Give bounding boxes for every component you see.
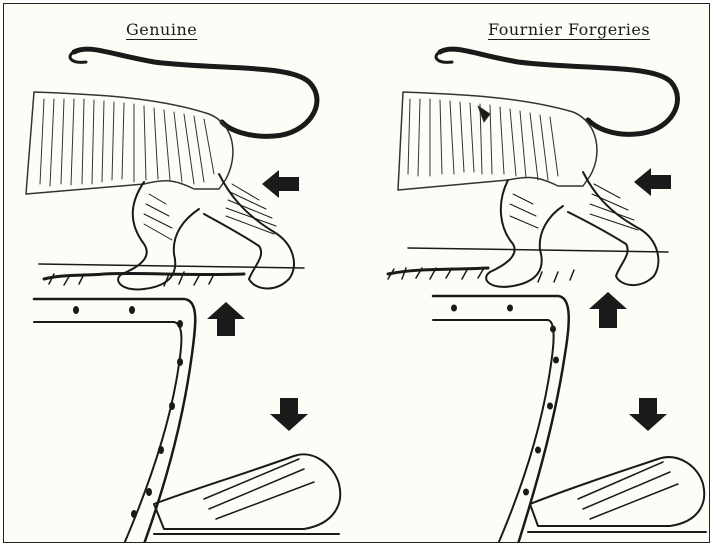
frame-corner-inner [34, 322, 181, 543]
forgery-illustration [358, 4, 710, 543]
lion-body [398, 92, 597, 190]
arrows [207, 170, 308, 431]
frame-corner-inner [433, 320, 554, 543]
ground-line [39, 264, 304, 268]
ornament [154, 454, 340, 529]
genuine-illustration [4, 4, 357, 543]
lion-tail [440, 49, 677, 134]
arrow-up-2 [589, 292, 627, 328]
arrow-left-2 [634, 168, 671, 196]
ground-line [408, 248, 668, 252]
arrow-down-2 [629, 398, 667, 431]
genuine-panel: Genuine [4, 4, 357, 543]
arrow-down-1 [270, 398, 308, 431]
lion-front-leg [204, 174, 294, 288]
frame-perforations [73, 306, 183, 518]
lion-hind-leg [486, 180, 563, 287]
comparison-figure: Genuine [3, 3, 710, 543]
ornament [530, 457, 704, 526]
frame-corner-outer [433, 296, 569, 543]
frame-corner-outer [34, 299, 195, 543]
forgery-panel: Fournier Forgeries [358, 4, 710, 543]
arrow-left-1 [262, 170, 299, 198]
arrows [589, 168, 671, 431]
frame-perforations [451, 305, 559, 496]
lion-body [26, 92, 233, 194]
arrow-up-1 [207, 302, 245, 336]
